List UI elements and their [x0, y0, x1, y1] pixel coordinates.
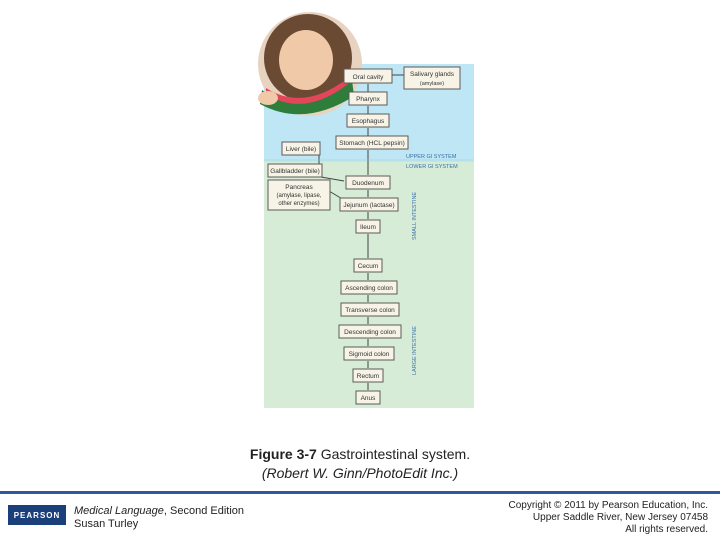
large-intestine-label: LARGE INTESTINE [412, 326, 418, 375]
rectum-box: Rectum [352, 368, 384, 383]
cecum-label: Cecum [358, 263, 379, 270]
ileum-box: Ileum [355, 219, 381, 234]
copyright-line-1: Copyright © 2011 by Pearson Education, I… [508, 500, 708, 511]
salivary-glands-sublabel: (amylase) [420, 81, 444, 87]
jejunum-label: Jejunum (lactase) [343, 202, 394, 209]
esophagus-box: Esophagus [346, 113, 390, 128]
ileum-label: Ileum [360, 224, 376, 231]
upper-gi-label: UPPER GI SYSTEM [406, 154, 457, 160]
esophagus-label: Esophagus [352, 118, 385, 125]
ascending-colon-box: Ascending colon [340, 280, 398, 295]
pharynx-box: Pharynx [348, 91, 388, 106]
figure-title: Gastrointestinal system. [320, 446, 471, 462]
book-title: Medical Language [74, 505, 164, 517]
girl-eating-watermelon-photo [258, 12, 362, 116]
descending-colon-label: Descending colon [344, 329, 396, 336]
small-intestine-label: SMALL INTESTINE [412, 192, 418, 240]
ascending-colon-label: Ascending colon [345, 285, 393, 292]
liver-box: Liver (bile) [281, 141, 321, 156]
figure-credit: (Robert W. Ginn/PhotoEdit Inc.) [261, 465, 459, 481]
figure-caption: Figure 3-7 Gastrointestinal system. [0, 446, 720, 462]
pancreas-sublabel-2: other enzymes) [278, 201, 319, 207]
cecum-box: Cecum [353, 258, 383, 273]
pancreas-sublabel-1: (amylase, lipase, [276, 193, 321, 199]
figure-number: Figure 3-7 [249, 446, 317, 462]
gi-system-diagram: Oral cavity Pharynx Esophagus Stomach (H… [258, 12, 474, 408]
descending-colon-box: Descending colon [338, 324, 402, 339]
pancreas-box: Pancreas (amylase, lipase, other enzymes… [267, 179, 331, 211]
lower-gi-label: LOWER GI SYSTEM [406, 164, 458, 170]
book-edition: , Second Edition [163, 505, 245, 517]
transverse-colon-label: Transverse colon [345, 307, 395, 314]
sigmoid-colon-box: Sigmoid colon [343, 346, 395, 361]
book-author: Susan Turley [74, 518, 139, 530]
salivary-glands-box: Salivary glands (amylase) [403, 66, 461, 90]
footer-rule [0, 491, 720, 494]
pharynx-label: Pharynx [356, 96, 381, 103]
salivary-glands-label: Salivary glands [410, 71, 455, 78]
gallbladder-box: Gallbladder (bile) [267, 163, 323, 178]
pearson-logo: PEARSON [8, 505, 66, 525]
anus-box: Anus [355, 390, 381, 405]
copyright-notice: Copyright © 2011 by Pearson Education, I… [508, 500, 708, 536]
anus-label: Anus [361, 395, 377, 402]
jejunum-box: Jejunum (lactase) [339, 197, 399, 212]
oral-cavity-label: Oral cavity [353, 74, 384, 81]
transverse-colon-box: Transverse colon [340, 302, 400, 317]
oral-cavity-box: Oral cavity [343, 68, 393, 84]
sigmoid-colon-label: Sigmoid colon [349, 351, 390, 358]
liver-label: Liver (bile) [286, 146, 316, 153]
copyright-line-3: All rights reserved. [625, 524, 708, 535]
duodenum-box: Duodenum [345, 175, 391, 190]
duodenum-label: Duodenum [352, 180, 384, 187]
rectum-label: Rectum [357, 373, 379, 380]
book-info: Medical Language, Second Edition Susan T… [74, 505, 244, 531]
stomach-label: Stomach (HCL pepsin) [339, 140, 405, 147]
gallbladder-label: Gallbladder (bile) [270, 168, 320, 175]
stomach-box: Stomach (HCL pepsin) [335, 135, 409, 150]
copyright-line-2: Upper Saddle River, New Jersey 07458 [532, 512, 708, 523]
pancreas-label: Pancreas [285, 184, 313, 191]
